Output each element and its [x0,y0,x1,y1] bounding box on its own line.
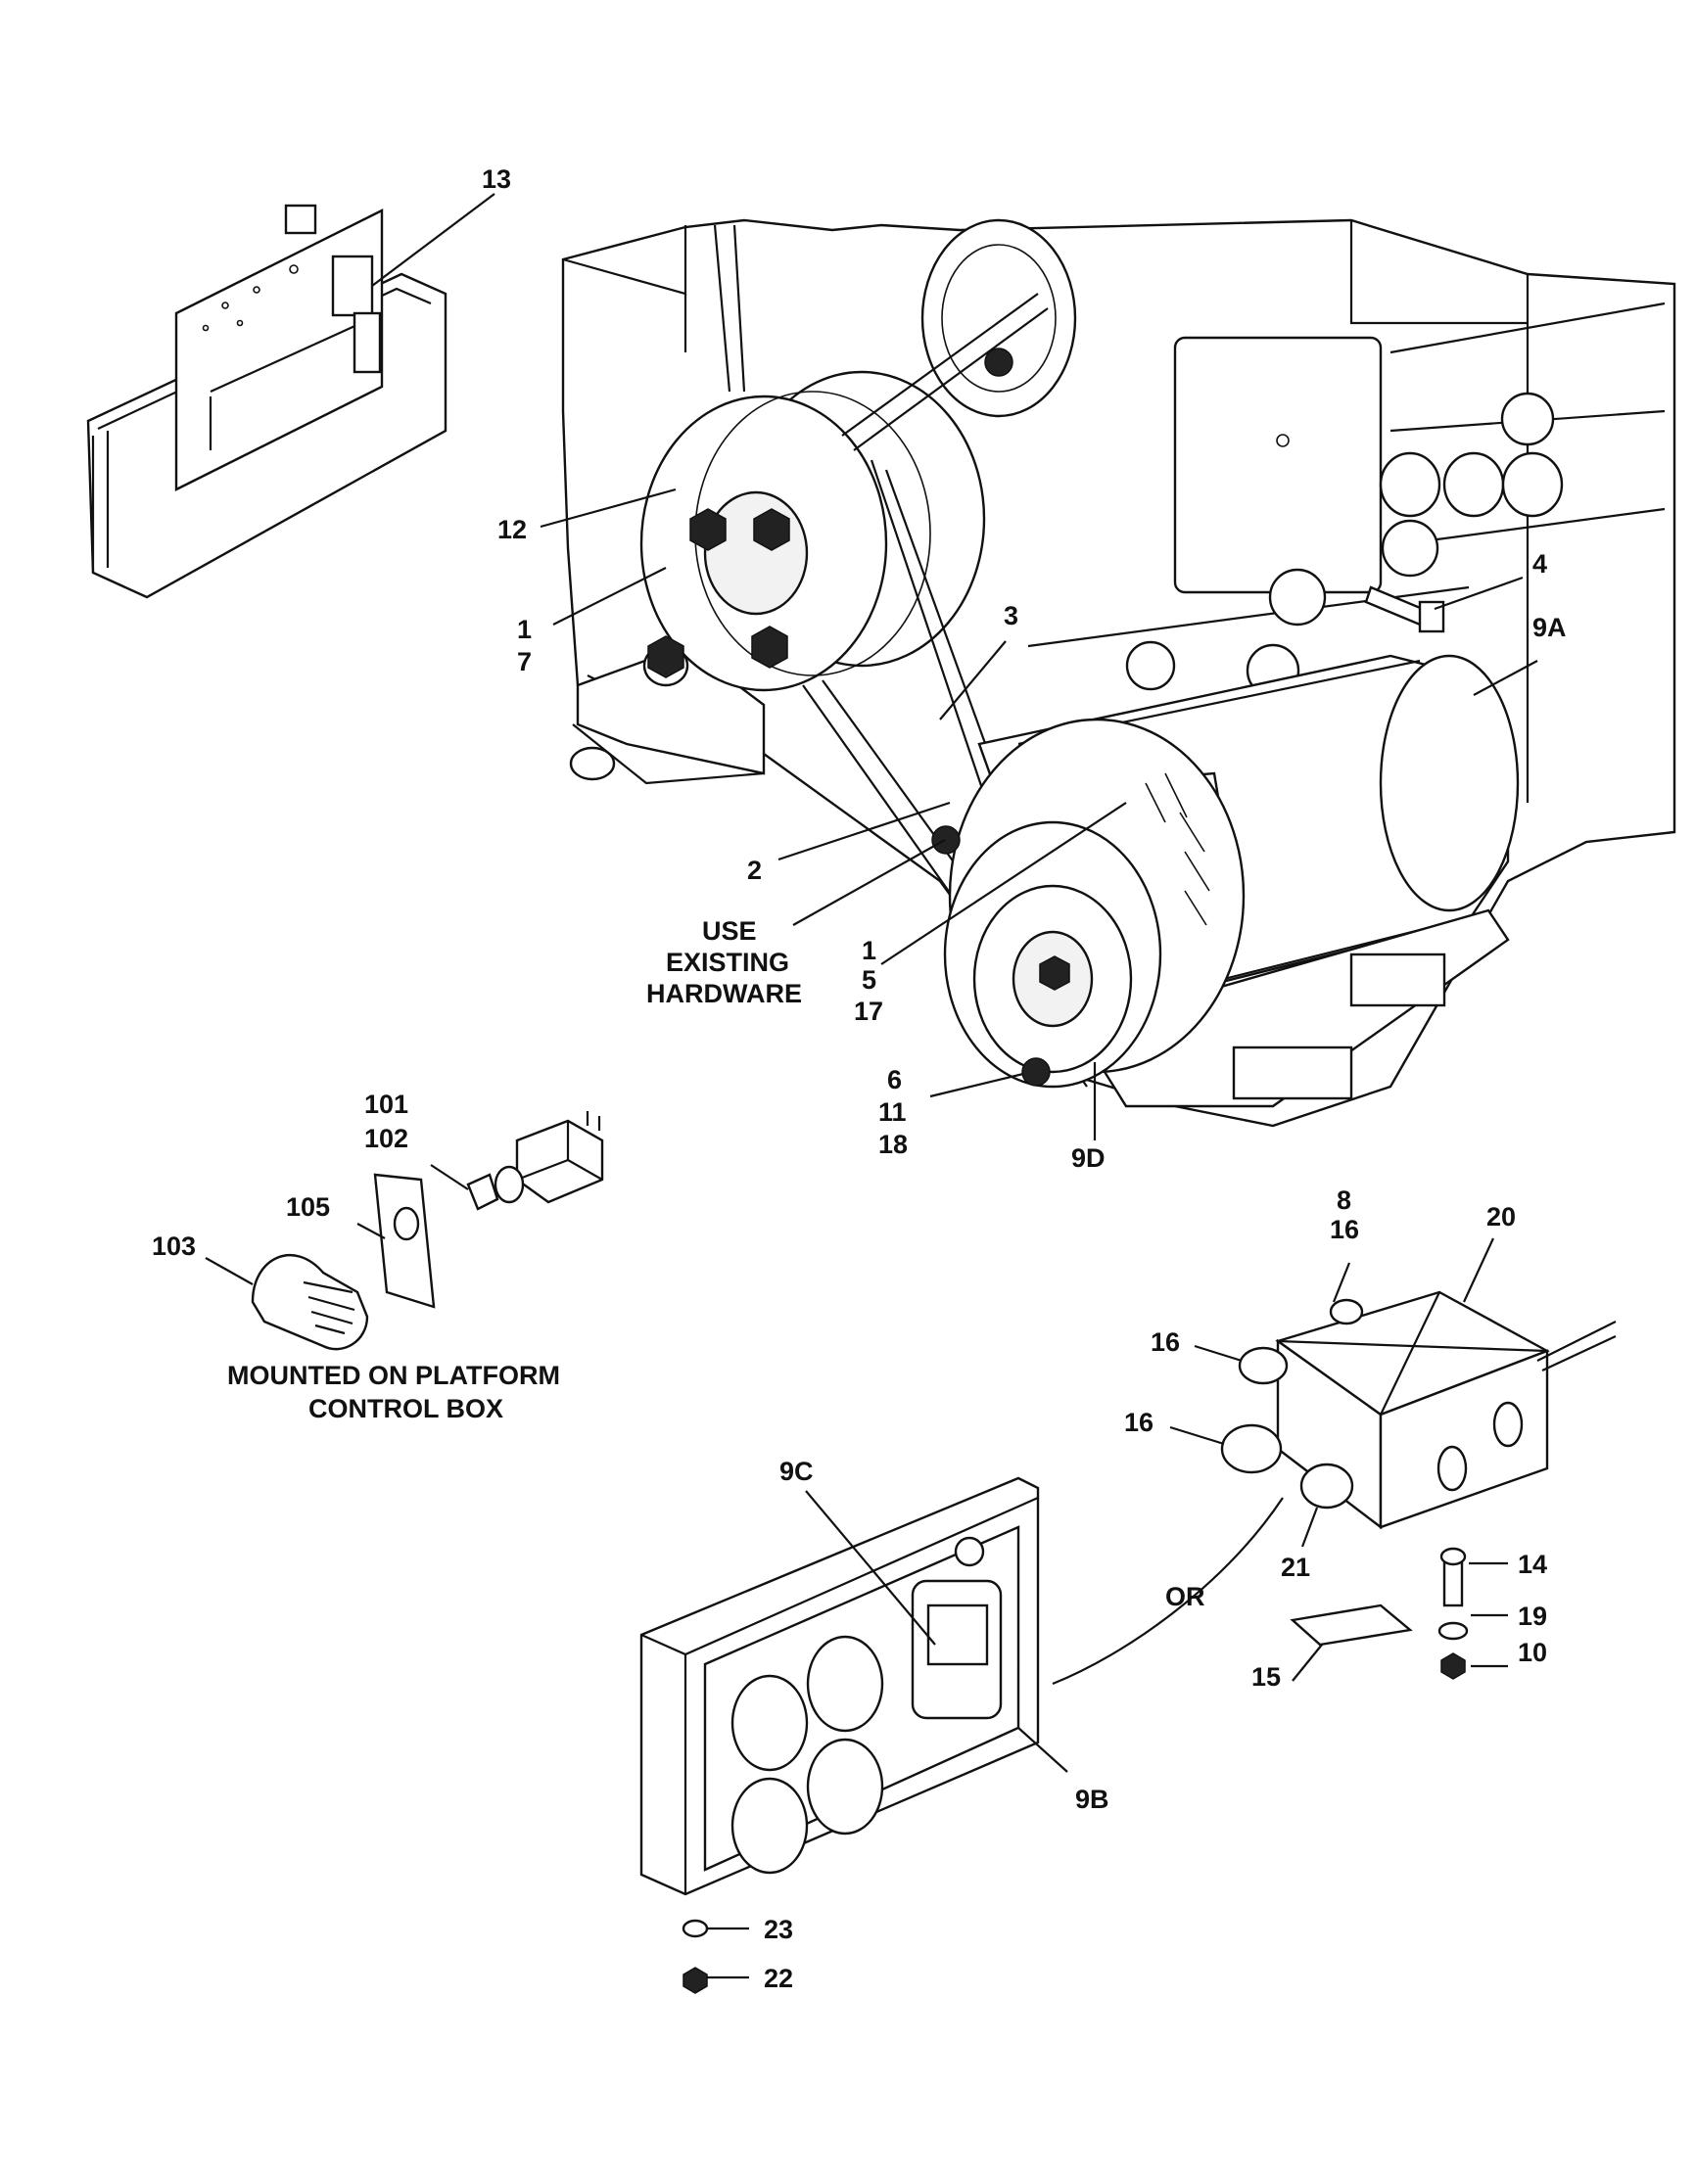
callout-15: 15 [1251,1662,1281,1692]
callout-22: 22 [764,1964,793,1993]
note-use-existing-1: USE [702,916,757,946]
callout-1b: 1 [862,936,876,965]
callout-17: 17 [854,997,883,1026]
callout-8: 8 [1337,1185,1351,1215]
callout-101: 101 [364,1090,408,1119]
callout-12: 12 [497,515,527,544]
callout-11: 11 [878,1097,907,1127]
callout-7: 7 [517,647,532,676]
callout-16-left: 16 [1151,1327,1180,1357]
note-use-existing-3: HARDWARE [646,979,802,1008]
note-use-existing-2: EXISTING [666,948,789,977]
callout-18: 18 [878,1130,908,1159]
note-mounted-1: MOUNTED ON PLATFORM [227,1361,560,1390]
switch-label-plate [373,1173,436,1309]
callout-103: 103 [152,1231,196,1261]
callout-13: 13 [482,164,511,194]
callout-4: 4 [1532,549,1547,579]
callout-16-top: 16 [1330,1215,1359,1244]
callout-10: 10 [1518,1638,1547,1667]
callout-9c: 9C [779,1457,814,1486]
note-or: OR [1165,1582,1205,1611]
callout-9a: 9A [1532,613,1567,642]
callout-23: 23 [764,1915,793,1944]
callout-2: 2 [747,856,762,885]
switch-guard [251,1254,369,1351]
callout-105: 105 [286,1192,330,1222]
callout-1: 1 [517,615,532,644]
callout-6: 6 [887,1065,902,1094]
crankshaft-pulley [639,370,986,692]
callout-5: 5 [862,965,876,995]
callout-9d: 9D [1071,1143,1106,1173]
callout-19: 19 [1518,1602,1547,1631]
leader-lines [205,193,1538,1979]
callout-102: 102 [364,1124,408,1153]
callout-labels: 13 12 1 7 3 4 9A 2 USE EXISTING HARDWARE… [152,164,1567,1993]
callout-21: 21 [1281,1553,1310,1582]
note-mounted-2: CONTROL BOX [308,1394,503,1423]
callout-3: 3 [1004,601,1018,630]
callout-14: 14 [1518,1550,1547,1579]
callout-9b: 9B [1075,1785,1109,1814]
callout-20: 20 [1486,1202,1516,1231]
junction-box [1220,1290,1617,1680]
outlet-box [639,1476,1040,1994]
boom-tube-bracket [86,204,447,599]
callout-16-mid: 16 [1124,1408,1154,1437]
generator [931,654,1520,1108]
toggle-switch [466,1111,604,1211]
